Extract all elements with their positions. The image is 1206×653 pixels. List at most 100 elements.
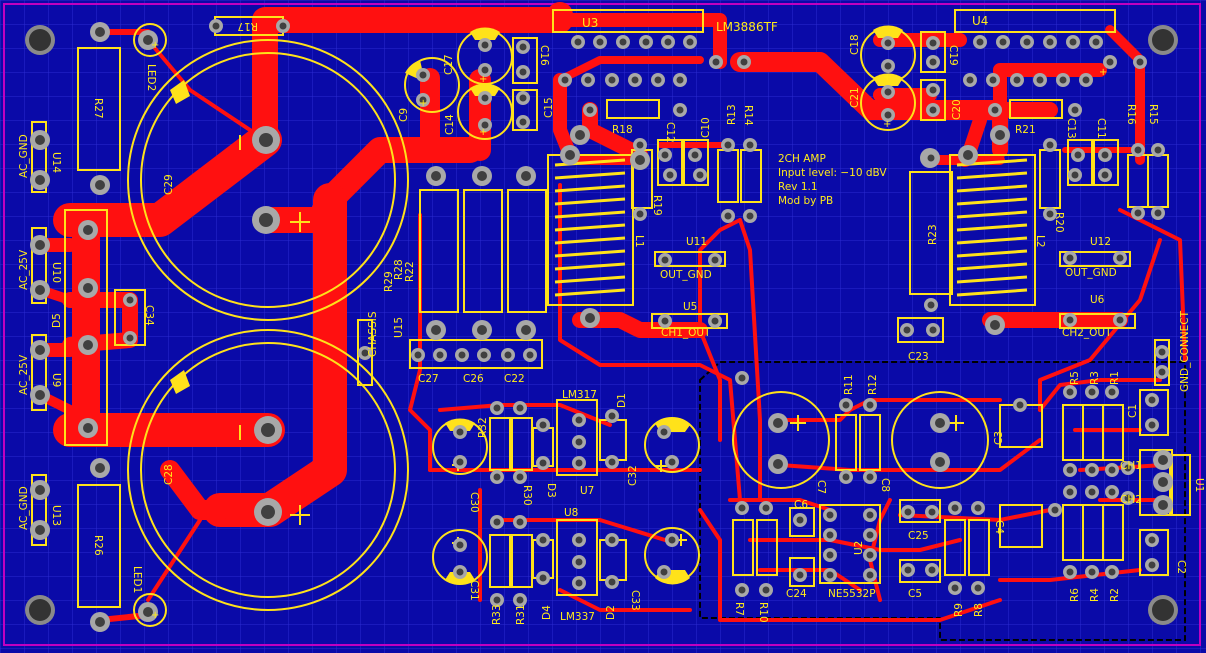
label-c13: C13 (1065, 118, 1077, 139)
label-r2: R2 (1109, 588, 1121, 602)
label-c32: C32 (627, 465, 639, 486)
label-r31: R31 (515, 604, 527, 625)
label-c27: C27 (418, 373, 439, 385)
label-chassis: CHASSIS (367, 311, 379, 357)
label-r20: R20 (1053, 212, 1065, 233)
label-r6: R6 (1069, 588, 1081, 602)
label-c7: C7 (815, 480, 827, 494)
label-r23: R23 (927, 224, 939, 245)
silkscreen-outlines (31, 9, 1191, 627)
label-ch2: CH2 (1120, 494, 1142, 506)
label-u5: U5 (683, 301, 697, 313)
label-c9: C9 (398, 108, 410, 122)
label-l2: L2 (1034, 235, 1046, 248)
label-lm337: LM337 (560, 611, 595, 623)
label-c21: C21 (849, 87, 861, 108)
u4-label: U4 (972, 14, 988, 28)
info-line-3: Rev 1.1 (778, 181, 818, 193)
label-c28: C28 (163, 464, 175, 485)
label-d1: D1 (616, 393, 628, 408)
label-c33: C33 (629, 590, 641, 611)
label-d2: D2 (605, 605, 617, 620)
label-r14: R14 (742, 105, 754, 126)
label-ch1: CH1 (1120, 460, 1142, 472)
label-r12: R12 (867, 374, 879, 395)
label-u11: U11 (686, 236, 707, 248)
label-r27: R27 (92, 98, 104, 119)
board-info-text: 2CH AMP Input level: −10 dBV Rev 1.1 Mod… (778, 153, 887, 207)
label-r26: R26 (92, 535, 104, 556)
label-r5: R5 (1069, 371, 1081, 385)
label-led2: LED2 (145, 64, 157, 91)
label-r10: R10 (757, 602, 769, 623)
label-out-gnd-1: OUT_GND (660, 269, 712, 281)
label-r13: R13 (726, 104, 738, 125)
label-gnd-connect: GND_CONNECT (1179, 310, 1191, 392)
label-ch1-out: CH1_OUT (661, 327, 711, 339)
label-ch2-out: CH2_OUT (1062, 327, 1112, 339)
label-c20: C20 (951, 99, 963, 120)
label-ne5532p: NE5532P (828, 588, 876, 600)
svg-text:+: + (419, 98, 427, 109)
svg-text:+: + (883, 72, 891, 83)
label-c16: C16 (538, 45, 550, 66)
label-u10: U10 (50, 262, 62, 283)
label-u14: U14 (50, 152, 62, 173)
label-c10: C10 (700, 117, 712, 138)
label-l1: L1 (633, 235, 645, 248)
label-d5: D5 (51, 313, 63, 328)
label-c17: C17 (443, 54, 455, 75)
label-r18: R18 (612, 124, 633, 136)
label-c1: C1 (1127, 404, 1139, 418)
label-r29: R29 (383, 271, 395, 292)
label-out-gnd-2: OUT_GND (1065, 267, 1117, 279)
label-c25: C25 (908, 530, 929, 542)
label-c6: C6 (794, 499, 808, 511)
label-u12: U12 (1090, 236, 1111, 248)
label-u7: U7 (580, 485, 594, 497)
label-ac-25v-a: AC_25V (18, 249, 30, 290)
label-r9: R9 (953, 603, 965, 617)
label-r11: R11 (843, 374, 855, 395)
label-r33: R33 (491, 604, 503, 625)
label-c12: C12 (664, 122, 676, 143)
label-u1: U1 (1193, 478, 1205, 492)
label-r4: R4 (1089, 588, 1101, 602)
label-c19: C19 (947, 45, 959, 66)
label-c2: C2 (1175, 560, 1187, 574)
label-c5: C5 (908, 588, 922, 600)
label-ac-gnd-bot: AC_GND (18, 486, 30, 530)
label-c18: C18 (849, 34, 861, 55)
cap-polarity-labels: + + + + + + + + (151, 40, 1107, 621)
label-r8: R8 (973, 603, 985, 617)
label-c22: C22 (504, 373, 525, 385)
label-c11: C11 (1095, 118, 1107, 139)
label-r30: R30 (521, 485, 533, 506)
label-r16: R16 (1125, 104, 1137, 125)
label-u2: U2 (853, 541, 865, 555)
polarity-marks (239, 135, 964, 549)
label-u8: U8 (564, 507, 578, 519)
label-c15: C15 (543, 97, 555, 118)
label-d4: D4 (541, 605, 553, 620)
label-c34: C34 (143, 305, 155, 326)
svg-text:+: + (479, 74, 487, 85)
lm3886-label: LM3886TF (716, 20, 778, 34)
component-labels: R17 LED2 R27 AC_GND U14 C29 AC_25V U10 D… (18, 20, 1205, 625)
cap-bands (170, 25, 903, 585)
label-r32: R32 (477, 417, 489, 438)
svg-text:+: + (151, 610, 159, 621)
label-led1: LED1 (131, 566, 143, 593)
label-c29: C29 (163, 174, 175, 195)
label-c23: C23 (908, 351, 929, 363)
label-c26: C26 (463, 373, 484, 385)
label-u13: U13 (50, 505, 62, 526)
label-r28: R28 (393, 259, 405, 280)
u3-label: U3 (582, 16, 598, 30)
label-u9: U9 (50, 373, 62, 387)
board-outline (3, 3, 1201, 646)
label-u6: U6 (1090, 294, 1105, 306)
label-r3: R3 (1089, 371, 1101, 385)
info-line-2: Input level: −10 dBV (778, 167, 887, 179)
